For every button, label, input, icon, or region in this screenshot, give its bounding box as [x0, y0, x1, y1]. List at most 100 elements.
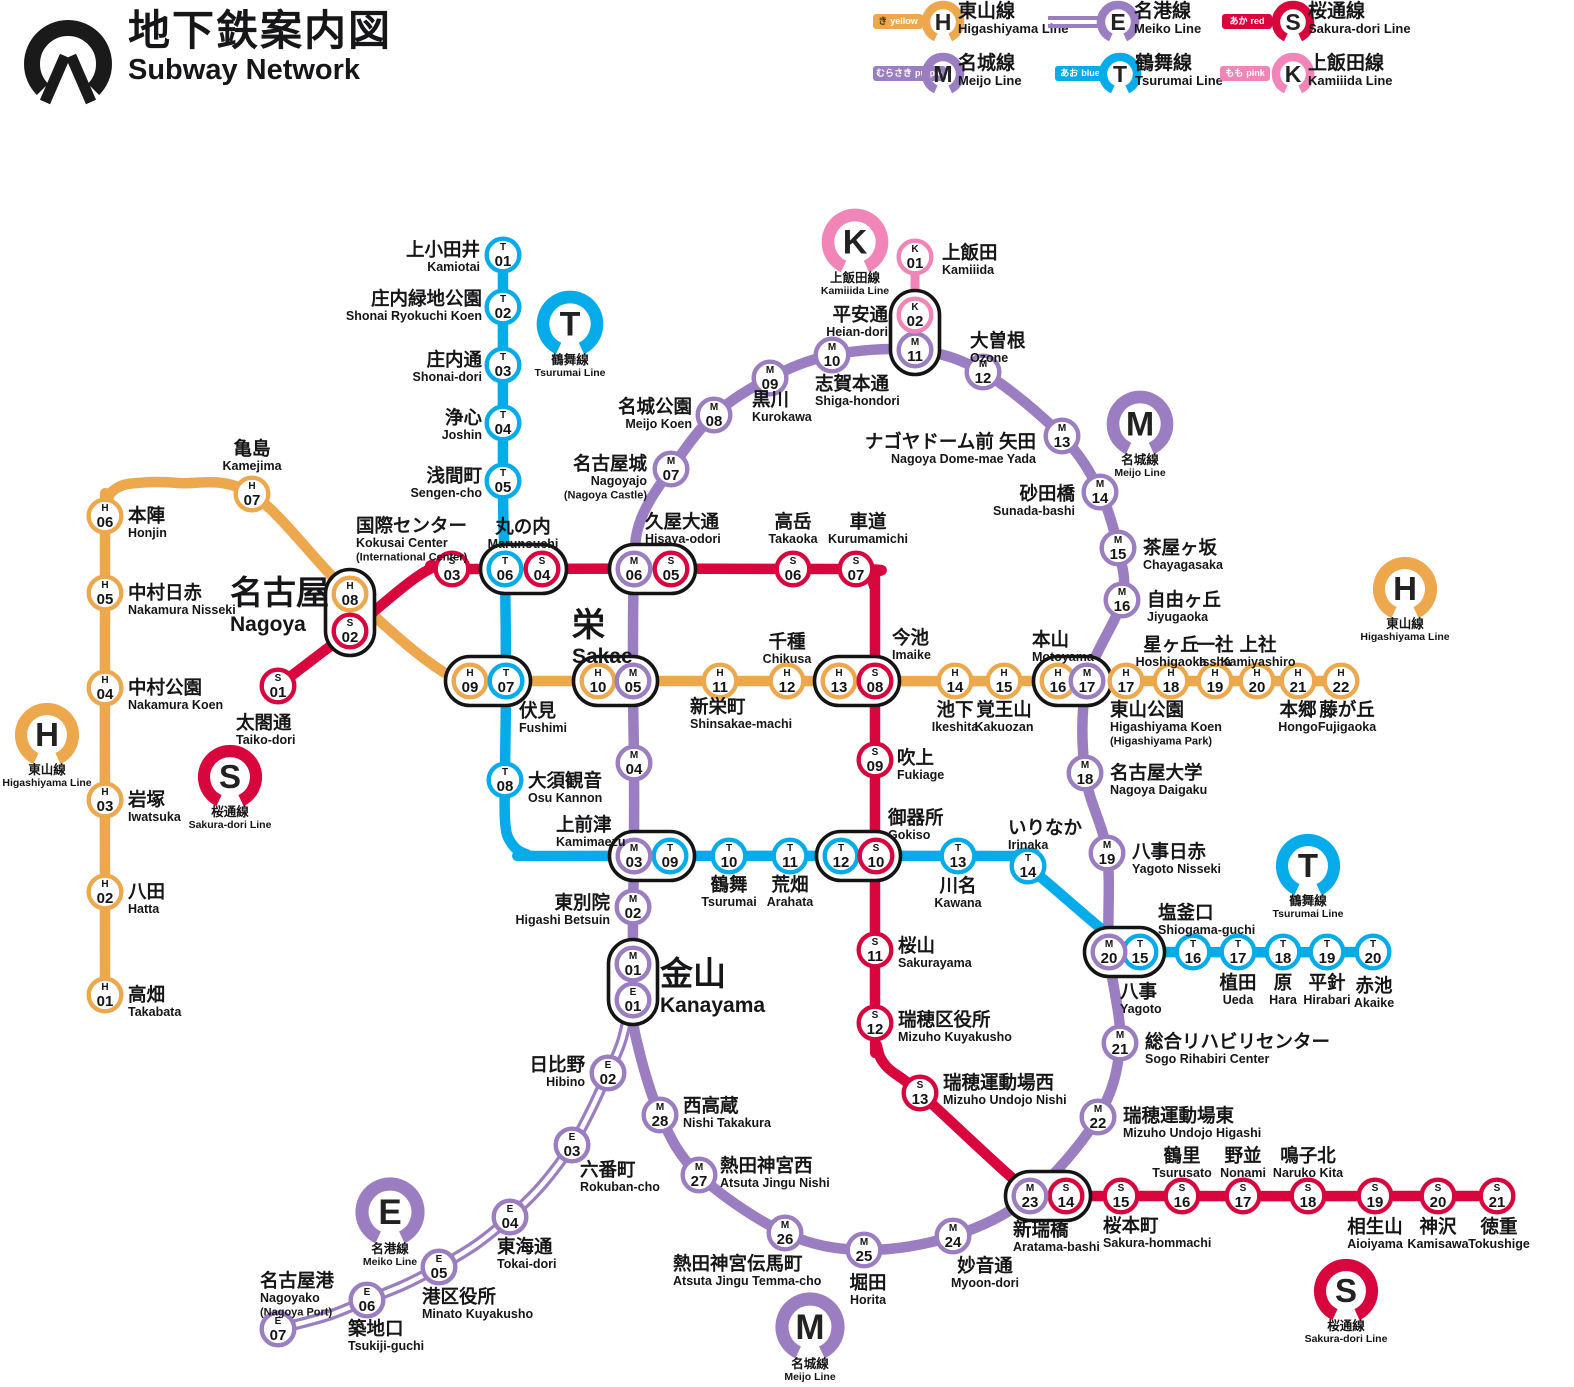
station-T11[interactable]: T11 [771, 837, 809, 875]
station-S09[interactable]: S09 [856, 741, 894, 779]
station-S01[interactable]: S01 [259, 667, 297, 705]
station-S11[interactable]: S11 [856, 931, 894, 969]
station-M12[interactable]: M12 [964, 353, 1002, 391]
station-T02[interactable]: T02 [484, 288, 522, 326]
station-H11[interactable]: H11 [701, 662, 739, 700]
station-M19[interactable]: M19 [1088, 834, 1126, 872]
station-H04[interactable]: H04 [86, 669, 124, 707]
station-T01[interactable]: T01 [484, 236, 522, 274]
station-H17[interactable]: H17 [1107, 662, 1145, 700]
station-H06[interactable]: H06 [86, 497, 124, 535]
station-H10[interactable]: H10 [579, 662, 617, 700]
station-T06[interactable]: T06 [486, 550, 524, 588]
station-S05[interactable]: S05 [652, 550, 690, 588]
station-M22[interactable]: M22 [1079, 1098, 1117, 1136]
station-T05[interactable]: T05 [484, 462, 522, 500]
station-T18[interactable]: T18 [1264, 933, 1302, 971]
station-T04[interactable]: T04 [484, 404, 522, 442]
station-T12[interactable]: T12 [822, 837, 860, 875]
station-H02[interactable]: H02 [86, 873, 124, 911]
station-M06[interactable]: M06 [615, 550, 653, 588]
station-K01[interactable]: K01 [896, 238, 934, 276]
station-E04[interactable]: E04 [491, 1198, 529, 1236]
station-T20[interactable]: T20 [1354, 933, 1392, 971]
station-S20[interactable]: S20 [1419, 1177, 1457, 1215]
station-T14[interactable]: T14 [1009, 847, 1047, 885]
station-H16[interactable]: H16 [1039, 662, 1077, 700]
station-S13[interactable]: S13 [901, 1074, 939, 1112]
station-E02[interactable]: E02 [589, 1054, 627, 1092]
station-M23[interactable]: M23 [1011, 1177, 1049, 1215]
station-S17[interactable]: S17 [1224, 1177, 1262, 1215]
station-H03[interactable]: H03 [86, 781, 124, 819]
station-M10[interactable]: M10 [813, 336, 851, 374]
station-M07[interactable]: M07 [652, 450, 690, 488]
station-M17[interactable]: M17 [1068, 662, 1106, 700]
station-H12[interactable]: H12 [768, 662, 806, 700]
station-H20[interactable]: H20 [1238, 662, 1276, 700]
station-H21[interactable]: H21 [1279, 662, 1317, 700]
station-M15[interactable]: M15 [1099, 529, 1137, 567]
station-S19[interactable]: S19 [1356, 1177, 1394, 1215]
station-M13[interactable]: M13 [1043, 417, 1081, 455]
station-M08[interactable]: M08 [695, 396, 733, 434]
station-T09[interactable]: T09 [651, 837, 689, 875]
station-H08[interactable]: H08 [331, 575, 369, 613]
station-M24[interactable]: M24 [934, 1217, 972, 1255]
station-S21[interactable]: S21 [1478, 1177, 1516, 1215]
station-T19[interactable]: T19 [1308, 933, 1346, 971]
station-H01[interactable]: H01 [86, 976, 124, 1014]
station-H15[interactable]: H15 [985, 662, 1023, 700]
station-S16[interactable]: S16 [1163, 1177, 1201, 1215]
station-S18[interactable]: S18 [1289, 1177, 1327, 1215]
station-M11[interactable]: M11 [896, 331, 934, 369]
station-H13[interactable]: H13 [820, 662, 858, 700]
station-S07[interactable]: S07 [837, 550, 875, 588]
station-S06[interactable]: S06 [774, 550, 812, 588]
station-T13[interactable]: T13 [939, 837, 977, 875]
station-S04[interactable]: S04 [523, 550, 561, 588]
station-S08[interactable]: S08 [856, 662, 894, 700]
station-T08[interactable]: T08 [486, 761, 524, 799]
station-M28[interactable]: M28 [641, 1096, 679, 1134]
station-M02[interactable]: M02 [614, 888, 652, 926]
station-E05[interactable]: E05 [420, 1248, 458, 1286]
station-S10[interactable]: S10 [857, 837, 895, 875]
station-K02[interactable]: K02 [896, 296, 934, 334]
station-T03[interactable]: T03 [484, 346, 522, 384]
station-T07[interactable]: T07 [487, 662, 525, 700]
station-M05[interactable]: M05 [614, 662, 652, 700]
station-E01[interactable]: E01 [614, 981, 652, 1019]
station-S02[interactable]: S02 [331, 612, 369, 650]
station-M27[interactable]: M27 [680, 1156, 718, 1194]
station-M04[interactable]: M04 [615, 744, 653, 782]
station-E07[interactable]: E07 [259, 1310, 297, 1348]
station-T10[interactable]: T10 [710, 837, 748, 875]
station-M20[interactable]: M20 [1090, 933, 1128, 971]
station-T16[interactable]: T16 [1174, 933, 1212, 971]
station-H07[interactable]: H07 [233, 475, 271, 513]
station-M18[interactable]: M18 [1066, 754, 1104, 792]
station-M09[interactable]: M09 [751, 359, 789, 397]
station-S03[interactable]: S03 [433, 550, 471, 588]
station-H19[interactable]: H19 [1196, 662, 1234, 700]
station-E03[interactable]: E03 [553, 1126, 591, 1164]
station-H18[interactable]: H18 [1152, 662, 1190, 700]
station-H14[interactable]: H14 [936, 662, 974, 700]
station-M21[interactable]: M21 [1101, 1024, 1139, 1062]
station-M26[interactable]: M26 [766, 1214, 804, 1252]
station-H22[interactable]: H22 [1322, 662, 1360, 700]
station-M01[interactable]: M01 [614, 945, 652, 983]
station-S14[interactable]: S14 [1047, 1177, 1085, 1215]
station-S15[interactable]: S15 [1102, 1177, 1140, 1215]
station-H09[interactable]: H09 [451, 662, 489, 700]
station-E06[interactable]: E06 [348, 1281, 386, 1319]
station-T15[interactable]: T15 [1121, 933, 1159, 971]
station-M03[interactable]: M03 [615, 837, 653, 875]
station-T17[interactable]: T17 [1219, 933, 1257, 971]
station-H05[interactable]: H05 [86, 574, 124, 612]
station-M14[interactable]: M14 [1081, 473, 1119, 511]
station-M25[interactable]: M25 [845, 1231, 883, 1269]
station-S12[interactable]: S12 [856, 1004, 894, 1042]
station-M16[interactable]: M16 [1103, 581, 1141, 619]
